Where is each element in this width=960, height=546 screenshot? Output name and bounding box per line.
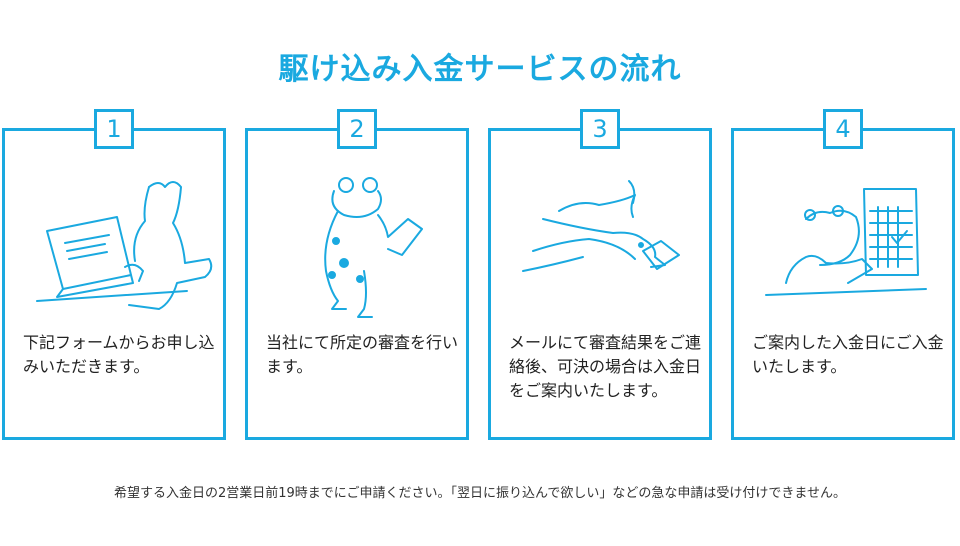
step-1-card: 1 下記フォームからお申し込みいただきます。 xyxy=(2,109,226,440)
step-2-text: 当社にて所定の審査を行います。 xyxy=(266,333,459,376)
step-4-card: 4 ご案内した入金日にご入金いたします。 xyxy=(731,109,955,440)
step-3-card: 3 メールにて審査結果をご連絡後、可決の場合は入金日をご案内いたします。 xyxy=(488,109,712,440)
page-title: 駆け込み入金サービスの流れ xyxy=(278,52,682,87)
cat-with-laptop-icon xyxy=(17,171,213,321)
step-1-number: 1 xyxy=(94,109,134,149)
bird-carrying-letter-icon xyxy=(503,171,699,321)
application-deadline-note: 希望する入金日の2営業日前19時までにご申請ください。「翌日に振り込んで欲しい」… xyxy=(113,486,846,501)
step-4-number: 4 xyxy=(823,109,863,149)
step-2-number: 2 xyxy=(337,109,377,149)
frog-reading-paper-icon xyxy=(260,171,456,321)
step-4-text: ご案内した入金日にご入金いたします。 xyxy=(752,333,944,376)
step-1-text: 下記フォームからお申し込みいただきます。 xyxy=(23,333,215,376)
bear-with-calendar-icon xyxy=(746,171,942,321)
step-3-number: 3 xyxy=(580,109,620,149)
step-2-card: 2 当社にて所定の審査を行います。 xyxy=(245,109,469,440)
step-3-text: メールにて審査結果をご連絡後、可決の場合は入金日をご案内いたします。 xyxy=(509,333,702,400)
